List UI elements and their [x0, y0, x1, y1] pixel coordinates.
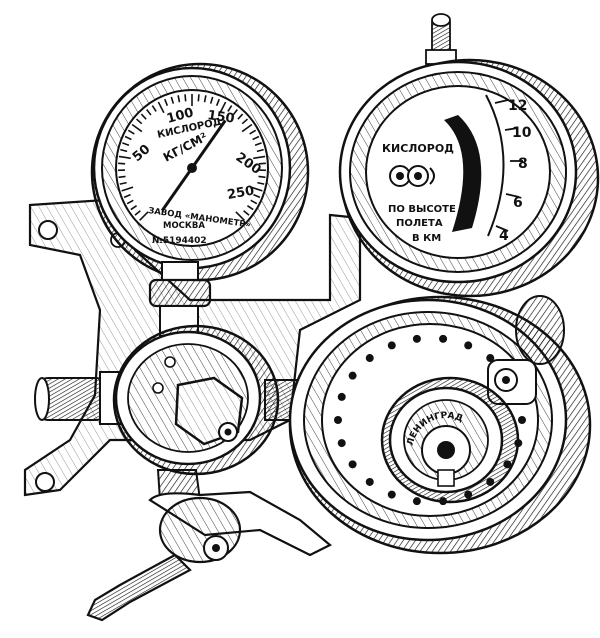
gauge-tick — [140, 113, 147, 120]
gauge-tick — [119, 181, 127, 185]
gauge-tick — [250, 186, 263, 192]
gauge-fitting-nut — [148, 278, 212, 308]
gauge-tick — [254, 142, 262, 147]
gauge-tick — [219, 101, 227, 114]
gauge-tick — [146, 109, 152, 116]
indicator-unit-label: В КМ — [412, 233, 441, 244]
altitude-scale-label: 6 — [513, 195, 523, 211]
gauge-tick-label: 150 — [206, 108, 235, 127]
dial-dot — [412, 497, 421, 506]
altitude-scale-label: 4 — [499, 228, 509, 244]
dial-dot — [464, 341, 473, 350]
gauge-tick — [252, 135, 260, 141]
gauge-tick — [122, 142, 130, 147]
gauge-tick — [256, 148, 264, 153]
gauge-tick — [127, 129, 135, 135]
gauge-tick — [227, 105, 233, 112]
dial-dot — [486, 354, 495, 363]
gauge-tick — [241, 123, 253, 133]
gauge-tick — [246, 204, 254, 211]
filler-nipple — [425, 13, 457, 65]
gauge-tick — [134, 210, 141, 216]
dial-dot — [337, 439, 346, 448]
dial-dot — [348, 371, 357, 380]
gauge-tick — [258, 175, 266, 179]
gauge-tick — [241, 118, 249, 125]
gauge-tick — [232, 109, 238, 116]
dial-dot — [365, 477, 374, 486]
gauge-tick — [151, 105, 157, 112]
dial-dot — [387, 341, 396, 350]
gauge-tick — [118, 175, 126, 179]
gauge-tick — [203, 95, 207, 103]
indicator-label-line: ПО ВЫСОТЕ — [388, 204, 456, 215]
altitude-scale-label: 10 — [512, 125, 532, 141]
gauge-tick — [177, 95, 181, 103]
gauge-tick — [209, 96, 214, 104]
pressure-gauge: 100 150 50 200 250 КИСЛОРОД КГ/СМ² ЗАВОД… — [90, 62, 310, 337]
altitude-oxygen-indicator: 12 10 8 6 4 КИСЛОРОД ПО ВЫСОТЕ ПОЛЕТА В … — [338, 13, 600, 298]
gauge-tick — [170, 96, 175, 104]
gauge-tick — [121, 186, 134, 192]
gauge-tick — [257, 181, 265, 185]
indicator-medium-label: КИСЛОРОД — [382, 142, 454, 155]
gauge-tick — [131, 123, 143, 133]
gauge-tick — [249, 129, 257, 135]
gauge-tick — [184, 94, 187, 102]
bracket-bolt-hole — [35, 472, 55, 492]
gauge-city-label: МОСКВА — [163, 221, 205, 231]
gauge-tick — [253, 155, 266, 160]
dial-dot — [387, 490, 396, 499]
gauge-tick — [139, 211, 149, 221]
dial-dot — [337, 392, 346, 401]
gauge-tick — [235, 211, 245, 221]
maker-logo — [389, 165, 435, 187]
indicator-band — [444, 115, 482, 232]
gauge-tick — [123, 193, 131, 199]
pressure-regulator — [34, 324, 308, 476]
gauge-tick — [164, 98, 169, 106]
indicator-label-line: ПОЛЕТА — [396, 218, 443, 229]
valve-lever — [86, 553, 192, 622]
gauge-tick — [237, 113, 244, 120]
altitude-scale-label: 8 — [518, 156, 528, 172]
gauge-tick — [126, 199, 134, 205]
gauge-tick — [130, 204, 138, 211]
dial-dot — [334, 416, 342, 424]
gauge-tick-label: 100 — [165, 105, 195, 127]
gauge-tick — [120, 148, 128, 153]
gauge-tick — [243, 210, 250, 216]
dial-dot — [412, 334, 421, 343]
gauge-tick — [157, 101, 165, 114]
dial-dot — [518, 416, 526, 424]
gauge-tick — [253, 193, 261, 199]
gauge-serial-number: №5194402 — [152, 236, 207, 246]
gauge-tick — [215, 98, 220, 106]
gauge-tick — [250, 199, 258, 205]
dial-regulator: ЛЕНИНГРАД — [288, 295, 592, 555]
gauge-tick — [135, 118, 143, 125]
dial-dot — [365, 354, 374, 363]
gauge-tick — [124, 135, 132, 141]
dial-dot — [348, 460, 357, 469]
gauge-tick — [118, 155, 131, 160]
dial-dot — [439, 334, 448, 343]
altitude-scale-label: 12 — [508, 98, 527, 114]
bracket-bolt-hole — [38, 220, 58, 240]
gauge-tick-label: 250 — [226, 183, 255, 202]
gauge-tick — [197, 94, 200, 102]
gauge-needle — [160, 119, 227, 212]
valve-handle — [86, 469, 332, 622]
